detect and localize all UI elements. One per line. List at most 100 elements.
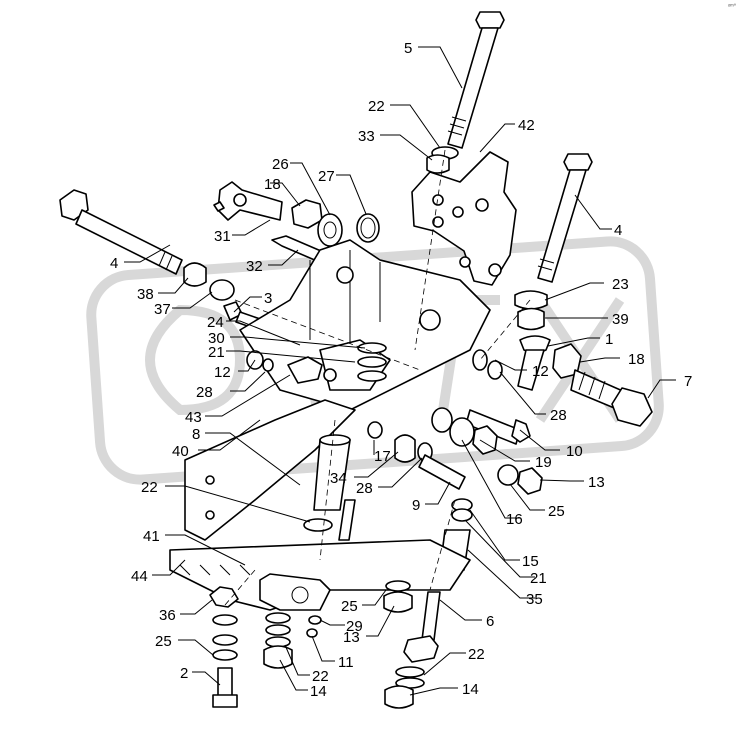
callout-13-lower: 13 bbox=[343, 629, 360, 646]
washer-12-left bbox=[262, 358, 274, 372]
stack-middle bbox=[263, 612, 293, 669]
callout-16: 16 bbox=[506, 511, 523, 528]
callout-27: 27 bbox=[318, 168, 335, 185]
callout-14-right: 14 bbox=[462, 681, 479, 698]
bolt-9 bbox=[418, 454, 466, 490]
plate-40 bbox=[184, 399, 356, 541]
callout-37: 37 bbox=[154, 301, 171, 318]
callout-10: 10 bbox=[566, 443, 583, 460]
callout-44: 44 bbox=[131, 568, 148, 585]
callout-36: 36 bbox=[159, 607, 176, 624]
callout-39: 39 bbox=[612, 311, 629, 328]
callout-41: 41 bbox=[143, 528, 160, 545]
callout-21-lower: 21 bbox=[530, 570, 547, 587]
callout-33: 33 bbox=[358, 128, 375, 145]
callout-17: 17 bbox=[374, 448, 391, 465]
spacer-23 bbox=[514, 290, 548, 310]
washer-26 bbox=[317, 213, 343, 247]
callout-11: 11 bbox=[338, 654, 354, 671]
callout-12: 12 bbox=[214, 364, 231, 381]
callout-9: 9 bbox=[412, 497, 420, 514]
callout-34: 34 bbox=[330, 470, 347, 487]
bushing-37 bbox=[209, 279, 235, 301]
bolt-4-right bbox=[537, 153, 593, 283]
washer-29 bbox=[308, 615, 322, 625]
nut-14-right bbox=[384, 685, 414, 709]
callout-31: 31 bbox=[214, 228, 231, 245]
callout-5: 5 bbox=[404, 40, 412, 57]
callout-18-right: 18 bbox=[628, 351, 645, 368]
callout-18: 18 bbox=[264, 176, 281, 193]
callout-7: 7 bbox=[684, 373, 692, 390]
callout-22-right: 22 bbox=[468, 646, 485, 663]
sleeve-8 bbox=[313, 434, 351, 511]
bolt-4-left bbox=[59, 189, 183, 275]
callout-40: 40 bbox=[172, 443, 189, 460]
nut-13-lower bbox=[383, 591, 413, 613]
callout-22: 22 bbox=[368, 98, 385, 115]
callout-35: 35 bbox=[526, 591, 543, 608]
bushing-39 bbox=[517, 307, 545, 331]
callout-8: 8 bbox=[192, 426, 200, 443]
callout-25: 25 bbox=[548, 503, 565, 520]
callout-12-right: 12 bbox=[532, 363, 549, 380]
bolt-vertical bbox=[338, 499, 356, 541]
callout-1: 1 bbox=[605, 331, 613, 348]
parts bbox=[59, 11, 653, 709]
callout-28-right: 28 bbox=[550, 407, 567, 424]
washer-25-right bbox=[497, 464, 519, 486]
callout-25-lower: 25 bbox=[341, 598, 358, 615]
assembly-lines bbox=[224, 149, 531, 606]
washer-28-right bbox=[487, 360, 503, 380]
stack-left bbox=[209, 586, 239, 708]
arm-44 bbox=[169, 539, 471, 611]
callout-21: 21 bbox=[208, 344, 225, 361]
callout-3: 3 bbox=[264, 290, 272, 307]
washer-17 bbox=[367, 421, 383, 439]
spacer-33 bbox=[426, 154, 450, 174]
callout-26: 26 bbox=[272, 156, 289, 173]
callout-4: 4 bbox=[110, 255, 118, 272]
bolt-6 bbox=[403, 591, 441, 663]
washer-11 bbox=[306, 628, 318, 638]
washer-25-lower bbox=[385, 580, 411, 592]
callout-25-left: 25 bbox=[155, 633, 172, 650]
bolt-5 bbox=[447, 11, 505, 149]
callout-42: 42 bbox=[518, 117, 535, 134]
washer-21-lower bbox=[451, 508, 473, 522]
callout-28: 28 bbox=[196, 384, 213, 401]
callout-2: 2 bbox=[180, 665, 188, 682]
washer-19 bbox=[449, 417, 475, 447]
nut-13-right bbox=[517, 467, 543, 495]
nut-38 bbox=[183, 262, 207, 287]
callout-22-mid: 22 bbox=[141, 479, 158, 496]
link-24 bbox=[287, 356, 323, 384]
callout-24: 24 bbox=[207, 314, 224, 331]
clevis-31 bbox=[213, 181, 283, 221]
callout-6: 6 bbox=[486, 613, 494, 630]
callout-28-mid: 28 bbox=[356, 480, 373, 497]
callout-15: 15 bbox=[522, 553, 539, 570]
callout-13: 13 bbox=[588, 474, 605, 491]
callout-38: 38 bbox=[137, 286, 154, 303]
callout-43: 43 bbox=[185, 409, 202, 426]
washer-16 bbox=[431, 407, 453, 433]
callout-29: 29 bbox=[346, 618, 363, 635]
callout-labels: 5 22 42 33 26 27 18 31 4 4 32 38 37 3 23… bbox=[110, 40, 692, 700]
callout-30: 30 bbox=[208, 330, 225, 347]
bolt-7 bbox=[570, 369, 653, 427]
callout-22-lower: 22 bbox=[312, 668, 329, 685]
leader-lines bbox=[124, 46, 676, 696]
bushing-34 bbox=[394, 434, 416, 463]
corner-mark: ᵒᵐ° bbox=[728, 4, 737, 10]
washer-12-right bbox=[472, 349, 488, 371]
bolt-1 bbox=[517, 335, 551, 391]
callout-23: 23 bbox=[612, 276, 629, 293]
callout-19: 19 bbox=[535, 454, 552, 471]
callout-14-left: 14 bbox=[310, 683, 327, 700]
bracket-42 bbox=[411, 151, 517, 286]
callout-32: 32 bbox=[246, 258, 263, 275]
callout-4-right: 4 bbox=[614, 222, 622, 239]
washer-22-mid bbox=[303, 518, 333, 532]
